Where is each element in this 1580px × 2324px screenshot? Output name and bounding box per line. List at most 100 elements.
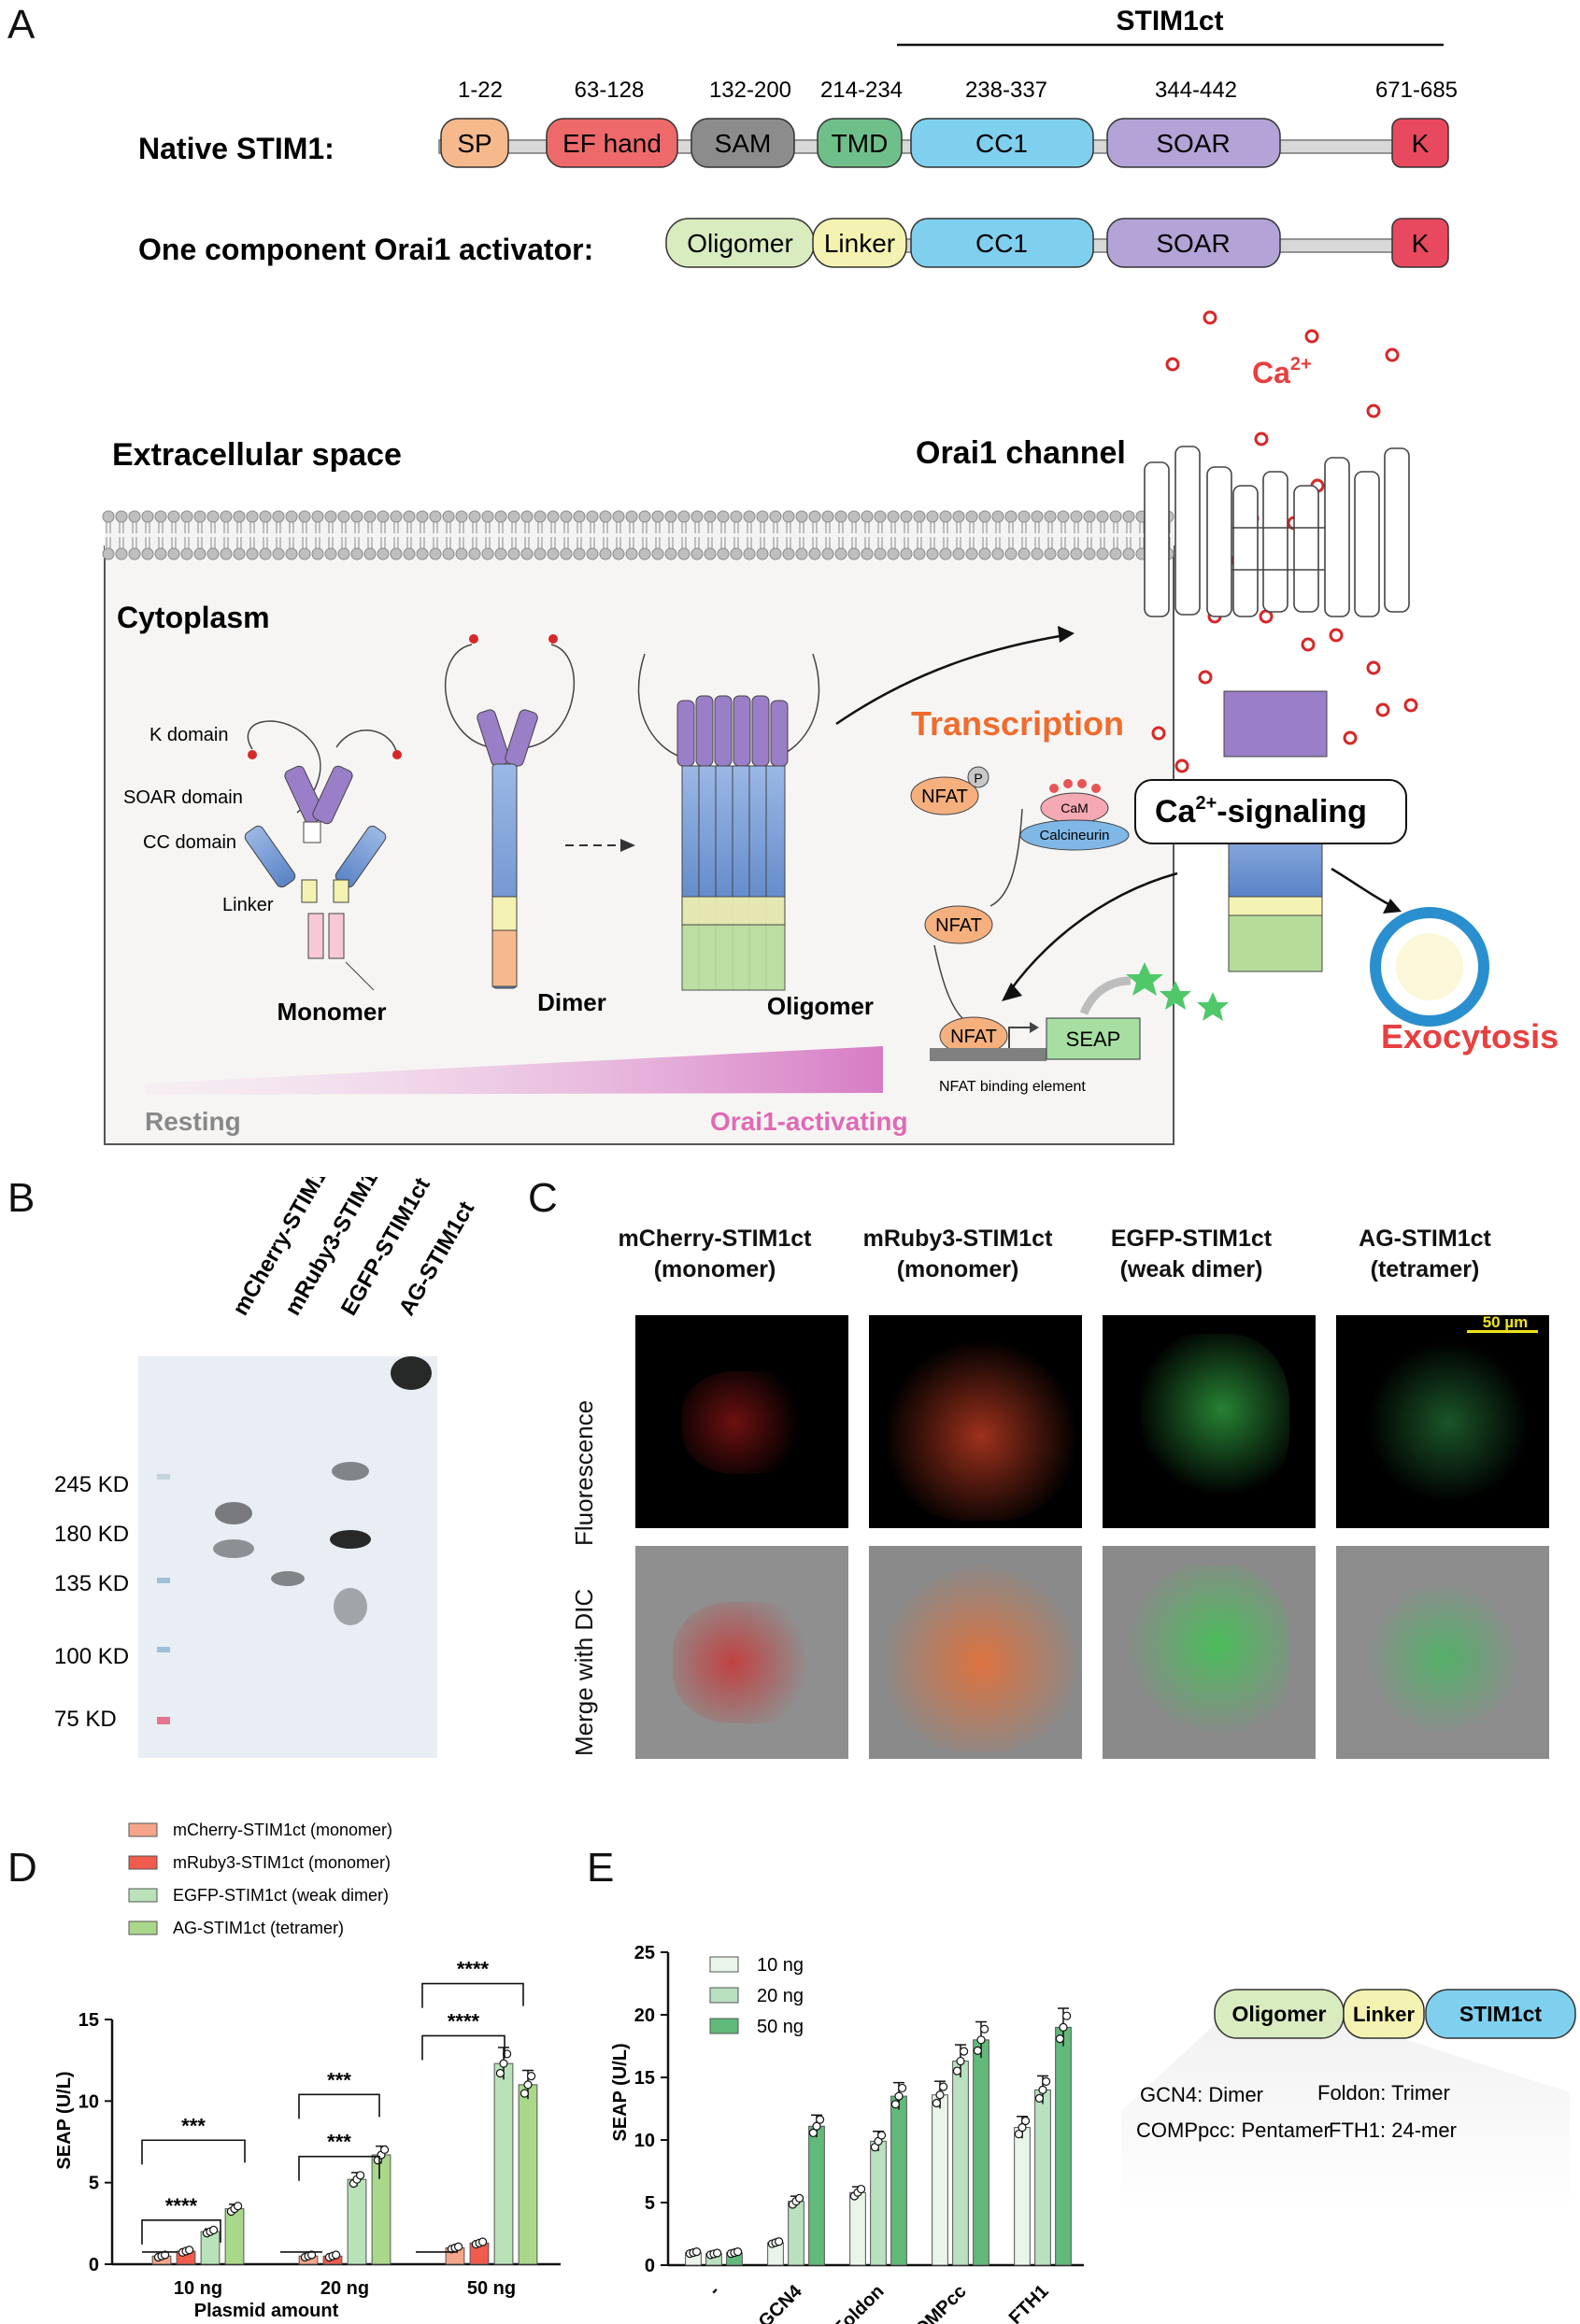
ef-hand-label: EF hand xyxy=(562,129,662,158)
y-axis-label: SEAP (U/L) xyxy=(610,2043,631,2141)
data-point xyxy=(980,2024,989,2034)
marker-label: 75 KD xyxy=(54,1707,117,1732)
cc1-label: CC1 xyxy=(975,129,1028,158)
column-name: AG-STIM1ct xyxy=(1359,1226,1491,1252)
bar xyxy=(849,2191,866,2266)
channel-bound-stim xyxy=(1223,690,1328,972)
blot-membrane xyxy=(138,1356,437,1758)
data-point xyxy=(234,2202,243,2211)
significance-bracket xyxy=(141,2219,221,2245)
resting-label: Resting xyxy=(145,1107,241,1136)
cc1-domain xyxy=(910,118,1094,168)
nfat-binding-element xyxy=(930,1048,1046,1061)
k-label: K xyxy=(1412,229,1430,258)
domain-ranges: 1-22 63-128 132-200 214-234 238-337 344-… xyxy=(458,78,1458,103)
blot-bands xyxy=(213,1356,432,1625)
column-state: (monomer) xyxy=(896,1256,1019,1282)
oligomer-note: COMPpcc: Pentamer xyxy=(1136,2119,1331,2142)
significance-label: *** xyxy=(327,2068,351,2091)
significance-label: *** xyxy=(327,2131,351,2154)
data-point xyxy=(499,2059,508,2068)
y-tick-label: 25 xyxy=(634,1943,655,1963)
data-point xyxy=(1014,2130,1023,2139)
stim1ct-box xyxy=(1425,1989,1576,2039)
marker-label: 180 KD xyxy=(54,1522,129,1547)
scale-bar-label: 50 µm xyxy=(1482,1315,1529,1331)
oligomer-note: GCN4: Dimer xyxy=(1140,2083,1263,2106)
soar-label: SOAR xyxy=(1156,229,1230,258)
y-tick-label: 5 xyxy=(89,2174,99,2194)
range-label: 238-337 xyxy=(965,78,1047,103)
monomer-diagram xyxy=(244,720,402,991)
row-label-fluorescence: Fluorescence xyxy=(570,1399,598,1546)
soar-domain-annotation: SOAR domain xyxy=(123,787,243,808)
data-point xyxy=(523,2080,533,2090)
data-point xyxy=(939,2082,948,2091)
micrograph-tile xyxy=(1103,1315,1316,1528)
nfat-text: NFAT xyxy=(921,786,968,807)
panel-letter-e: E xyxy=(587,1845,615,1891)
data-point xyxy=(877,2131,887,2140)
legend-label: mRuby3-STIM1ct (monomer) xyxy=(173,1853,391,1872)
column-header: mRuby3-STIM1ct (monomer) xyxy=(841,1224,1075,1285)
micrograph-tile: 50 µm xyxy=(1336,1315,1549,1528)
data-point xyxy=(808,2128,818,2137)
chart-d-legend: mCherry-STIM1ct (monomer) mRuby3-STIM1ct… xyxy=(128,1821,392,1937)
data-point xyxy=(812,2121,821,2131)
linker-box xyxy=(1343,1989,1425,2039)
column-state: (weak dimer) xyxy=(1119,1256,1263,1282)
column-state: (tetramer) xyxy=(1370,1256,1480,1282)
oligomer-note: FTH1: 24-mer xyxy=(1329,2119,1457,2142)
soar-label: SOAR xyxy=(1156,129,1230,158)
data-point xyxy=(332,2250,341,2260)
seap-label: SEAP xyxy=(1066,1027,1121,1051)
data-point xyxy=(713,2248,722,2258)
legend-label: mCherry-STIM1ct (monomer) xyxy=(173,1821,392,1839)
y-tick-label: 5 xyxy=(645,2193,655,2214)
k-label: K xyxy=(1412,129,1430,158)
panel-letter-b: B xyxy=(7,1175,36,1221)
bar xyxy=(493,2062,514,2265)
cam-label: CaM xyxy=(1060,801,1089,815)
cc1-label: CC1 xyxy=(975,229,1028,258)
data-point xyxy=(1038,2085,1047,2094)
x-axis-label: Plasmid amount xyxy=(194,2301,339,2321)
chart-e: 10 ng 20 ng 50 ng SEAP (U/L) 0510152025-… xyxy=(610,1943,1084,2324)
micrograph-tile xyxy=(635,1315,848,1528)
marker-ladder xyxy=(157,1474,170,1724)
data-point xyxy=(733,2247,743,2257)
sam-domain xyxy=(690,118,795,168)
marker-label: 245 KD xyxy=(54,1472,129,1497)
native-stim1-label: Native STIM1: xyxy=(138,132,335,165)
oligomer-label: Oligomer xyxy=(767,992,874,1020)
k-domain xyxy=(1391,118,1449,168)
data-point xyxy=(454,2242,463,2251)
orai1-channel-label: Orai1 channel xyxy=(916,435,1126,471)
chart-d: mCherry-STIM1ct (monomer) mRuby3-STIM1ct… xyxy=(54,1821,561,2321)
cell-membrane xyxy=(102,510,1174,560)
seap-secreted xyxy=(1126,962,1229,1021)
data-point xyxy=(1018,2123,1027,2133)
significance-label: **** xyxy=(448,2009,480,2033)
significance-bracket xyxy=(141,2139,246,2165)
x-tick-label: FTH1 xyxy=(1005,2281,1053,2324)
range-label: 671-685 xyxy=(1375,78,1458,103)
data-point xyxy=(161,2250,170,2260)
data-point xyxy=(1021,2116,1031,2126)
data-point xyxy=(209,2225,219,2234)
data-point xyxy=(495,2068,505,2078)
y-tick-label: 10 xyxy=(78,2091,99,2112)
x-tick-label: GCN4 xyxy=(755,2280,806,2324)
column-state: (monomer) xyxy=(653,1256,776,1282)
bar xyxy=(788,2201,804,2266)
column-name: EGFP-STIM1ct xyxy=(1110,1226,1273,1252)
transcription-label: Transcription xyxy=(911,704,1124,743)
linker-annotation: Linker xyxy=(222,895,274,915)
k-domain xyxy=(1391,218,1449,268)
data-point xyxy=(526,2072,536,2081)
oligomer-label: Oligomer xyxy=(1232,2002,1327,2026)
legend-label: AG-STIM1ct (tetramer) xyxy=(173,1919,344,1937)
column-header: AG-STIM1ct (tetramer) xyxy=(1308,1224,1542,1285)
micrograph-tile xyxy=(869,1546,1082,1759)
soar-domain xyxy=(1106,118,1281,168)
